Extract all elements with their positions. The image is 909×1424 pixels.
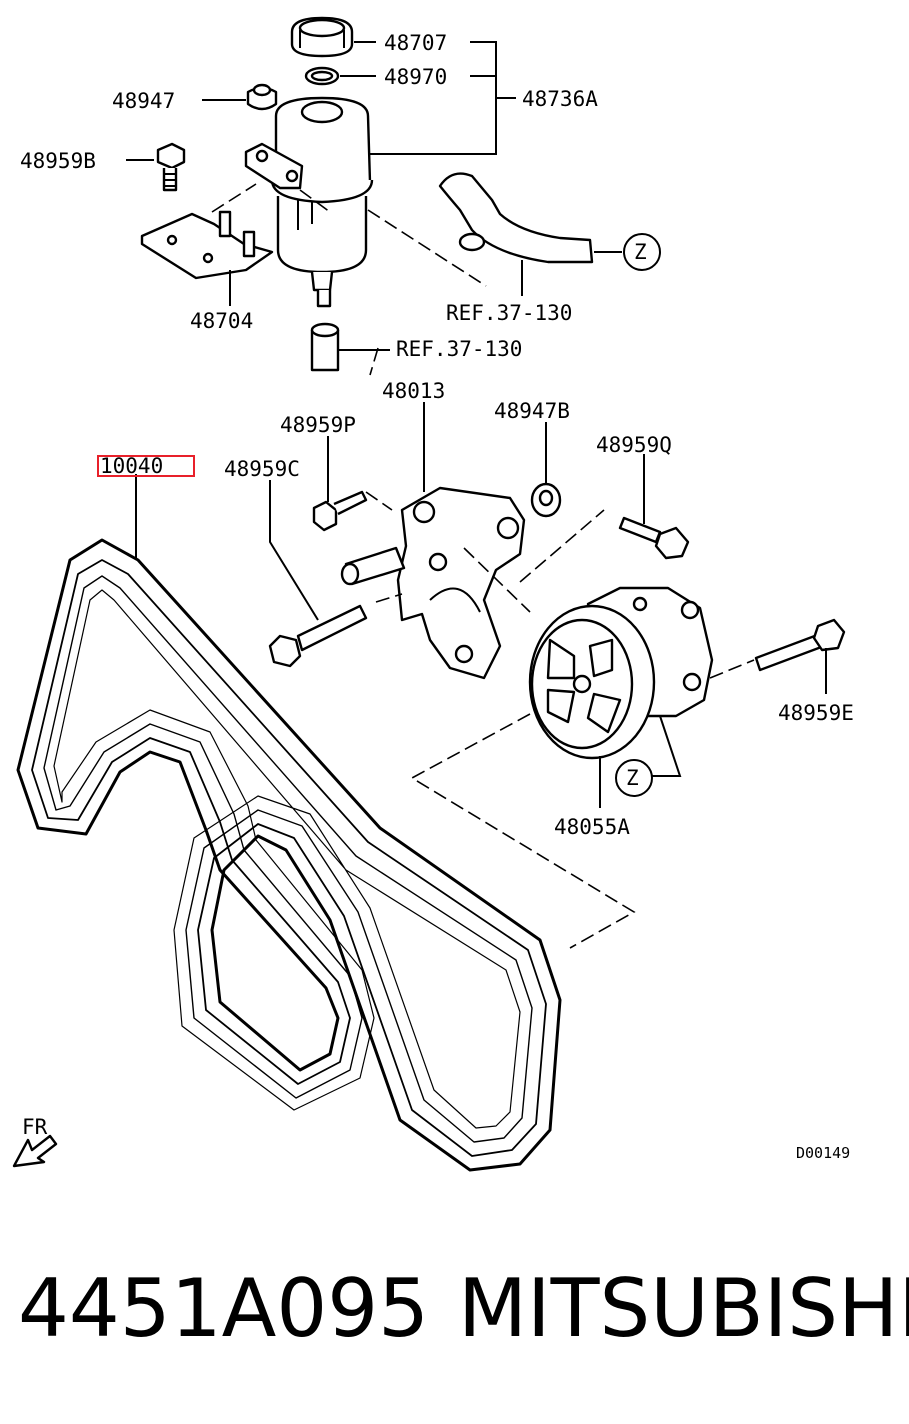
label-48947b[interactable]: 48947B (494, 399, 570, 423)
label-48947[interactable]: 48947 (112, 89, 175, 113)
cap-seal-ring[interactable] (304, 66, 340, 86)
pump-leaders (135, 402, 827, 949)
reservoir-cap[interactable] (290, 16, 354, 58)
label-48959b[interactable]: 48959B (20, 149, 96, 173)
parts-diagram: 48707 48970 48736A 48947 48959B 48704 RE… (12, 16, 854, 1172)
reservoir-bracket[interactable] (140, 210, 274, 280)
drive-belt[interactable] (16, 538, 562, 1172)
label-z-bottom: Z (626, 766, 639, 790)
label-48959q[interactable]: 48959Q (596, 433, 672, 457)
brand-name: MITSUBISHI (458, 1262, 909, 1355)
bolt-48959q[interactable] (618, 516, 690, 560)
bracket-sleeve (340, 546, 406, 586)
bolt-48959c[interactable] (268, 604, 368, 668)
pump-bracket[interactable] (396, 486, 526, 680)
label-ref-hose[interactable]: REF.37-130 (446, 301, 572, 325)
nut-48947b[interactable] (530, 482, 562, 518)
label-ref-suction[interactable]: REF.37-130 (396, 337, 522, 361)
label-48704[interactable]: 48704 (190, 309, 253, 333)
label-48707[interactable]: 48707 (384, 31, 447, 55)
reservoir-leaders (126, 41, 516, 376)
pump-pulley[interactable] (528, 604, 656, 760)
label-10040[interactable]: 10040 (100, 454, 163, 478)
bolt-48959e[interactable] (754, 618, 846, 672)
label-z-top: Z (634, 240, 647, 264)
reservoir-tank[interactable] (270, 96, 374, 308)
suction-hose-stub (310, 322, 390, 372)
bolt-48959p[interactable] (312, 490, 368, 532)
label-48013[interactable]: 48013 (382, 379, 445, 403)
z-marker-top (623, 233, 661, 271)
label-48959c[interactable]: 48959C (224, 457, 300, 481)
reservoir-mount-tab (244, 142, 304, 190)
label-fr: FR (22, 1115, 48, 1139)
z-marker-bottom (615, 759, 653, 797)
highlight-box (97, 455, 195, 477)
part-number: 4451A095 (18, 1262, 430, 1355)
label-48959e[interactable]: 48959E (778, 701, 854, 725)
front-arrow-icon (12, 1134, 58, 1168)
reservoir-bolt[interactable] (156, 142, 186, 192)
caption: 4451A095 MITSUBISHI (0, 1262, 909, 1372)
return-hose (438, 172, 622, 296)
label-48736a[interactable]: 48736A (522, 87, 598, 111)
label-48970[interactable]: 48970 (384, 65, 447, 89)
diagram-code: D00149 (796, 1144, 850, 1162)
reservoir-nut[interactable] (246, 83, 278, 111)
label-48959p[interactable]: 48959P (280, 413, 356, 437)
label-48055a[interactable]: 48055A (554, 815, 630, 839)
